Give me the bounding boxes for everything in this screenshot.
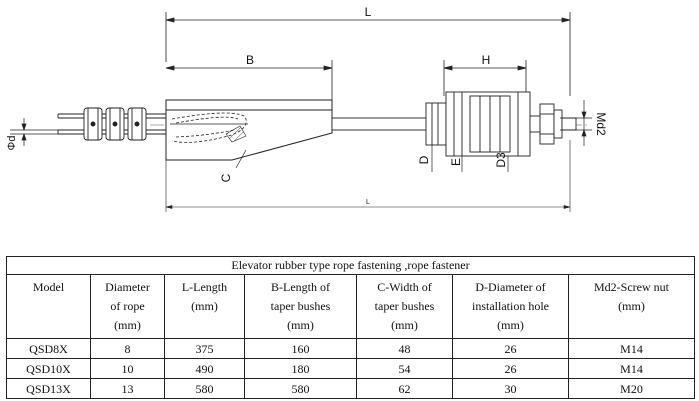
column-header-line: (mm) xyxy=(497,318,524,332)
table-cell: 180 xyxy=(244,358,357,379)
screw-nut xyxy=(529,103,577,145)
table-cell: 10 xyxy=(90,358,165,379)
table-cell: 490 xyxy=(164,358,245,379)
table-title: Elevator rubber type rope fastening ,rop… xyxy=(5,256,696,275)
column-header-line: taper bushes xyxy=(270,299,331,313)
column-header: B-Length of taper bushes (mm) xyxy=(244,274,357,339)
column-header-line: Model xyxy=(32,280,65,294)
column-header: C-Width of taper bushes (mm) xyxy=(356,274,453,339)
table-cell: 160 xyxy=(244,338,357,359)
dimension-Md2 xyxy=(560,100,592,146)
table-cell: 13 xyxy=(90,378,165,399)
rope-fastener-drawing: L B H L xyxy=(6,5,608,212)
column-header-line: Diameter xyxy=(105,280,150,294)
column-header-line: taper bushes xyxy=(374,299,435,313)
column-header-line: installation hole xyxy=(472,299,549,313)
dimension-L-top xyxy=(165,12,571,96)
table-cell: 26 xyxy=(452,338,569,359)
table-cell: M20 xyxy=(567,378,696,399)
label-phi-d: Φd xyxy=(6,136,18,151)
table-cell: QSD10X xyxy=(6,358,91,379)
dimension-L-bottom xyxy=(165,140,571,212)
dimension-H xyxy=(443,60,527,96)
label-B: B xyxy=(246,53,254,67)
table-cell: 30 xyxy=(452,378,569,399)
column-header-line: Md2-Screw nut xyxy=(594,280,670,294)
column-header-line: (mm) xyxy=(618,299,645,313)
rubber-spring xyxy=(445,91,531,157)
table-cell: 8 xyxy=(90,338,165,359)
column-header-line: C-Width of xyxy=(377,280,432,294)
column-header-line: (mm) xyxy=(391,318,418,332)
table-cell: 54 xyxy=(356,358,453,379)
column-header: Model xyxy=(6,274,91,339)
table-cell: 26 xyxy=(452,358,569,379)
column-header: Md2-Screw nut (mm) xyxy=(567,274,696,339)
dimension-phi-d xyxy=(10,118,58,146)
rope-clip-1 xyxy=(83,107,103,141)
table-cell: 580 xyxy=(244,378,357,399)
column-header-line: L-Length xyxy=(181,280,228,294)
column-header-line: D-Diameter of xyxy=(475,280,546,294)
spec-table: Elevator rubber type rope fastening ,rop… xyxy=(5,256,696,399)
wedge-hatch xyxy=(225,125,247,143)
dimension-leaders xyxy=(431,145,509,172)
label-E: E xyxy=(449,158,463,166)
column-header-line: (mm) xyxy=(191,299,218,313)
leader-C xyxy=(235,149,247,169)
table-cell: QSD13X xyxy=(6,378,91,399)
table-cell: 48 xyxy=(356,338,453,359)
taper-socket-body xyxy=(165,99,333,161)
threaded-rod xyxy=(331,102,447,146)
label-L-bottom: L xyxy=(366,199,370,206)
table-cell: 62 xyxy=(356,378,453,399)
table-cell: M14 xyxy=(567,358,696,379)
column-header: D-Diameter of installation hole (mm) xyxy=(452,274,569,339)
dimension-B xyxy=(165,60,333,100)
table-cell: QSD8X xyxy=(6,338,91,359)
column-header-line: (mm) xyxy=(287,318,314,332)
column-header: Diameter of rope (mm) xyxy=(90,274,165,339)
label-Md2: Md2 xyxy=(594,112,608,136)
label-H: H xyxy=(482,53,491,67)
rope-clip-3 xyxy=(127,107,147,141)
taper-bush-wedge xyxy=(171,112,247,143)
label-L-top: L xyxy=(365,5,372,19)
table-cell: 375 xyxy=(164,338,245,359)
label-D: D xyxy=(417,155,431,164)
label-D3: D3 xyxy=(494,152,508,168)
column-header-line: of rope xyxy=(110,299,145,313)
table-cell: M14 xyxy=(567,338,696,359)
rope-clip-2 xyxy=(105,107,125,141)
label-C: C xyxy=(219,173,233,182)
column-header: L-Length (mm) xyxy=(164,274,245,339)
column-header-line: (mm) xyxy=(114,318,141,332)
column-header-line: B-Length of xyxy=(271,280,330,294)
table-cell: 580 xyxy=(164,378,245,399)
